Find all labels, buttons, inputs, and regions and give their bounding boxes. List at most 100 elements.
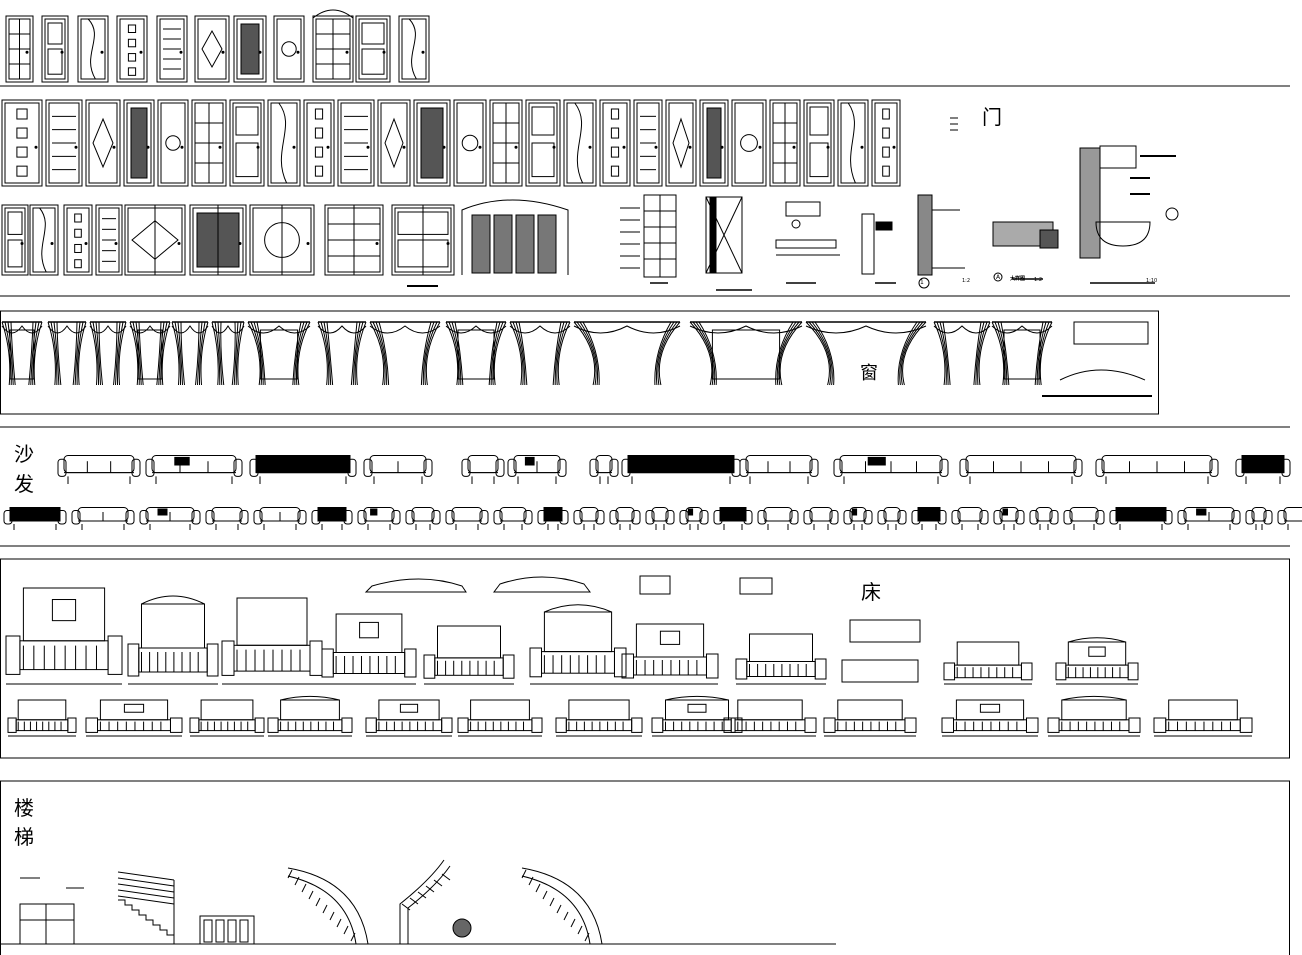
door-section-label: 门 bbox=[982, 105, 1002, 129]
door-detail-jamb bbox=[861, 213, 893, 275]
sofa-elevation bbox=[1029, 507, 1059, 530]
sofa-elevation bbox=[959, 455, 1083, 484]
stair-railing bbox=[117, 871, 175, 944]
door-elevation bbox=[45, 99, 83, 187]
door-detail-elevation bbox=[620, 194, 677, 278]
door-elevation bbox=[77, 15, 109, 83]
door-elevation bbox=[29, 204, 59, 276]
door-elevation bbox=[599, 99, 631, 187]
sofa-elevation bbox=[739, 455, 819, 484]
curtain-elevation bbox=[129, 321, 171, 386]
door-elevation bbox=[769, 99, 801, 187]
sofas-row-2 bbox=[3, 507, 1302, 530]
sofa-elevation bbox=[993, 507, 1025, 530]
sofa-elevation bbox=[139, 507, 201, 530]
sofa-elevation bbox=[445, 507, 489, 530]
door-elevation bbox=[665, 99, 697, 187]
door-arch-top bbox=[312, 9, 354, 19]
sofa-elevation bbox=[1109, 507, 1173, 530]
sofas-row-1 bbox=[57, 455, 1291, 484]
doors-row-2 bbox=[1, 99, 901, 187]
curtain-elevation bbox=[991, 321, 1053, 386]
curtain-elevation bbox=[171, 321, 209, 386]
sofa-elevation bbox=[951, 507, 989, 530]
sofa-elevation bbox=[589, 455, 619, 484]
spiral-stair bbox=[287, 867, 369, 945]
door-elevation bbox=[229, 99, 265, 187]
bed-elevation bbox=[1153, 699, 1253, 737]
bed-elevation bbox=[365, 699, 453, 737]
sofa-elevation bbox=[713, 507, 753, 530]
door-elevation bbox=[156, 15, 188, 83]
bed-elevation bbox=[5, 587, 123, 685]
curtain-valance-details bbox=[1042, 321, 1152, 397]
door-elevation bbox=[837, 99, 869, 187]
door-elevation bbox=[337, 99, 375, 187]
stairs-section-label-2: 梯 bbox=[14, 825, 34, 849]
sofa-elevation bbox=[507, 455, 567, 484]
bed-elevation bbox=[1047, 695, 1141, 737]
door-elevation bbox=[1, 99, 43, 187]
bed-elevation bbox=[267, 695, 353, 737]
curtain-elevation bbox=[369, 321, 441, 386]
curtain-elevation bbox=[317, 321, 367, 386]
sofa-elevation bbox=[461, 455, 505, 484]
curtain-elevation bbox=[211, 321, 245, 386]
door-elevation bbox=[398, 15, 430, 83]
curved-stair bbox=[399, 859, 472, 944]
sofa-elevation bbox=[145, 455, 243, 484]
curtains-row bbox=[1, 321, 1152, 397]
sofa-elevation bbox=[1177, 507, 1241, 530]
sofa-elevation bbox=[1245, 507, 1273, 530]
sofa-elevation bbox=[833, 455, 949, 484]
bed-headboard-plans bbox=[364, 575, 921, 683]
curtain-elevation bbox=[933, 321, 991, 386]
stair-balusters bbox=[199, 915, 255, 945]
door-elevation bbox=[699, 99, 729, 187]
curtain-elevation bbox=[689, 321, 803, 386]
beds-row-2 bbox=[7, 695, 1253, 737]
sofa-elevation bbox=[405, 507, 441, 530]
bed-elevation bbox=[457, 699, 543, 737]
beds-row-1 bbox=[5, 575, 1139, 685]
door-elevation bbox=[123, 99, 155, 187]
sofa-elevation bbox=[803, 507, 839, 530]
door-elevation bbox=[731, 99, 767, 187]
door-elevation bbox=[355, 15, 391, 83]
bed-elevation bbox=[321, 613, 417, 685]
curtain-elevation bbox=[445, 321, 507, 386]
door-elevation bbox=[312, 15, 354, 83]
door-elevation bbox=[63, 204, 93, 276]
door-elevation bbox=[871, 99, 901, 187]
frame-curtains bbox=[0, 310, 1159, 415]
bed-elevation bbox=[735, 633, 827, 685]
sofa-elevation bbox=[609, 507, 641, 530]
door-detail-drawings bbox=[620, 117, 1179, 291]
sofa-elevation bbox=[877, 507, 907, 530]
door-legend-marks bbox=[950, 117, 958, 131]
sofa-section-label-1: 沙 bbox=[14, 442, 34, 466]
sofa-elevation bbox=[57, 455, 141, 484]
curtain-elevation bbox=[573, 321, 681, 386]
sofa-elevation bbox=[311, 507, 353, 530]
sofa-elevation bbox=[573, 507, 605, 530]
door-elevation bbox=[1, 204, 29, 276]
sofa-elevation bbox=[1235, 455, 1291, 484]
sofa-elevation bbox=[621, 455, 741, 484]
sofa-elevation bbox=[679, 507, 709, 530]
door-elevation bbox=[95, 204, 123, 276]
bed-elevation bbox=[221, 597, 323, 685]
door-detail-b bbox=[992, 221, 1059, 282]
sofa-elevation bbox=[1277, 507, 1302, 530]
section-frames bbox=[0, 85, 1290, 955]
door-elevation bbox=[267, 99, 301, 187]
bed-elevation bbox=[189, 699, 265, 737]
door-elevation bbox=[377, 99, 411, 187]
curtain-elevation bbox=[247, 321, 311, 386]
sofa-elevation bbox=[1095, 455, 1219, 484]
door-elevation bbox=[85, 99, 121, 187]
stairs-section-label-1: 楼 bbox=[14, 796, 34, 820]
sofa-elevation bbox=[205, 507, 249, 530]
detail-marker-a: A bbox=[996, 274, 1001, 281]
